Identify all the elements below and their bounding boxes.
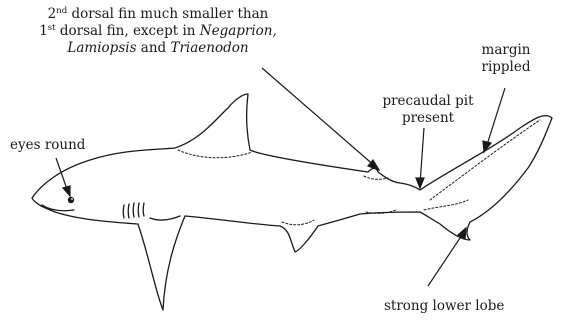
gill-slit	[138, 203, 139, 217]
margin-pointer-head	[483, 141, 491, 152]
margin-rippled-line2: rippled	[476, 59, 536, 76]
precaudal-pit-line1: precaudal pit	[378, 93, 478, 110]
strong-lower-lobe-label: strong lower lobe	[384, 298, 504, 315]
dorsal-pointer-line	[262, 68, 376, 167]
lower-lobe-base	[424, 200, 468, 210]
precaudal-pointer-line	[420, 128, 424, 184]
dorsal-fin-label: 2nd dorsal fin much smaller than 1st dor…	[30, 6, 286, 57]
margin-pointer-line	[486, 88, 505, 148]
dorsal-fin-label-line3: Lamiopsis and Triaenodon	[30, 40, 286, 57]
margin-rippled-label: margin rippled	[476, 42, 536, 76]
margin-rippled-line1: margin	[476, 42, 536, 59]
eyes-round-label: eyes round	[10, 137, 85, 154]
gill-slit	[123, 205, 124, 218]
precaudal-pit-line2: present	[378, 110, 478, 127]
precaudal-pointer-head	[416, 178, 424, 188]
first-dorsal-base	[178, 150, 252, 158]
dorsal-fin-label-line2: 1st dorsal fin, except in Negaprion,	[30, 23, 286, 40]
mouth	[42, 205, 74, 211]
gill-slit	[128, 204, 129, 218]
dorsal-fin-label-line1: 2nd dorsal fin much smaller than	[30, 6, 286, 23]
pectoral-fin-base	[150, 216, 180, 220]
precaudal-pit-label: precaudal pit present	[378, 93, 478, 127]
lower-lobe-pointer-line	[428, 232, 464, 286]
gill-slit	[133, 203, 134, 217]
caudal-midline	[430, 120, 540, 200]
eyes-pointer-head	[63, 186, 70, 196]
eye	[68, 197, 74, 203]
gill-slit	[143, 203, 144, 216]
pelvic-fin-base	[282, 220, 314, 225]
